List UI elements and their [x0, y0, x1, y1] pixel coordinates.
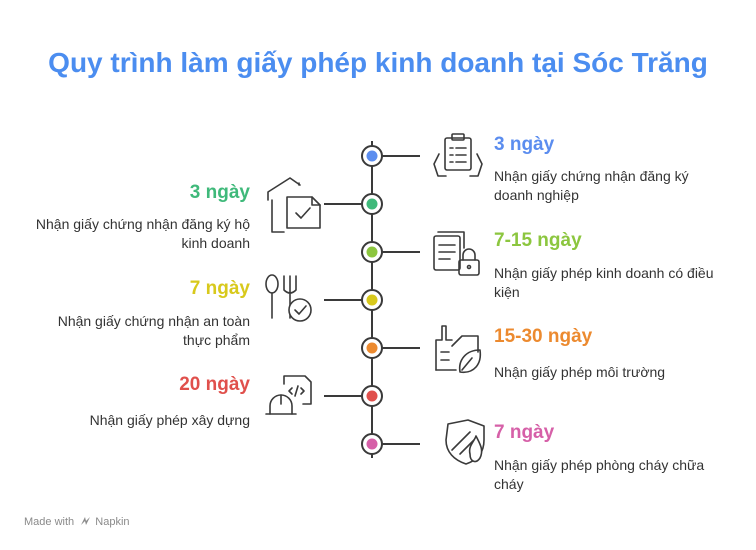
construction-permit-icon: [265, 375, 312, 415]
timeline-node-3: [361, 241, 383, 263]
step-4-description: Nhận giấy chứng nhận an toàn thực phẩm: [57, 313, 250, 348]
timeline-node-4: [361, 289, 383, 311]
environment-permit-icon: [435, 325, 482, 374]
household-business-icon: [267, 177, 321, 233]
step-5-description: Nhận giấy phép môi trường: [494, 364, 666, 380]
page-title: Quy trình làm giấy phép kinh doanh tại S…: [48, 47, 708, 78]
timeline-node-2: [361, 193, 383, 215]
step-1-duration: 3 ngày: [494, 134, 555, 155]
timeline-node-6: [361, 385, 383, 407]
timeline-node-7: [361, 433, 383, 455]
connectors: [324, 155, 420, 445]
timeline-node-5: [361, 337, 383, 359]
made-with-napkin: Made with Napkin: [24, 516, 130, 528]
step-5-duration: 15-30 ngày: [494, 326, 593, 347]
step-7-duration: 7 ngày: [494, 422, 555, 443]
timeline-node-1: [361, 145, 383, 167]
step-1-description: Nhận giấy chứng nhận đăng ký doanh nghiệ…: [494, 168, 689, 203]
step-6-duration: 20 ngày: [179, 374, 250, 395]
business-registration-icon: [433, 133, 483, 177]
napkin-logo-icon: [81, 517, 91, 525]
made-with-label: Made with: [24, 516, 75, 528]
fire-prevention-icon: [445, 419, 485, 465]
step-3-description: Nhận giấy phép kinh doanh có điều kiện: [494, 265, 714, 300]
food-safety-icon: [265, 274, 312, 322]
step-7-description: Nhận giấy phép phòng cháy chữa cháy: [494, 457, 705, 492]
napkin-brand: Napkin: [95, 516, 130, 528]
step-4-duration: 7 ngày: [189, 278, 250, 299]
step-2-description: Nhận giấy chứng nhận đăng ký hộ kinh doa…: [35, 216, 250, 251]
step-2-duration: 3 ngày: [189, 182, 250, 203]
step-3-duration: 7-15 ngày: [494, 230, 582, 251]
conditional-license-icon: [433, 231, 480, 276]
step-6-description: Nhận giấy phép xây dựng: [89, 412, 250, 428]
